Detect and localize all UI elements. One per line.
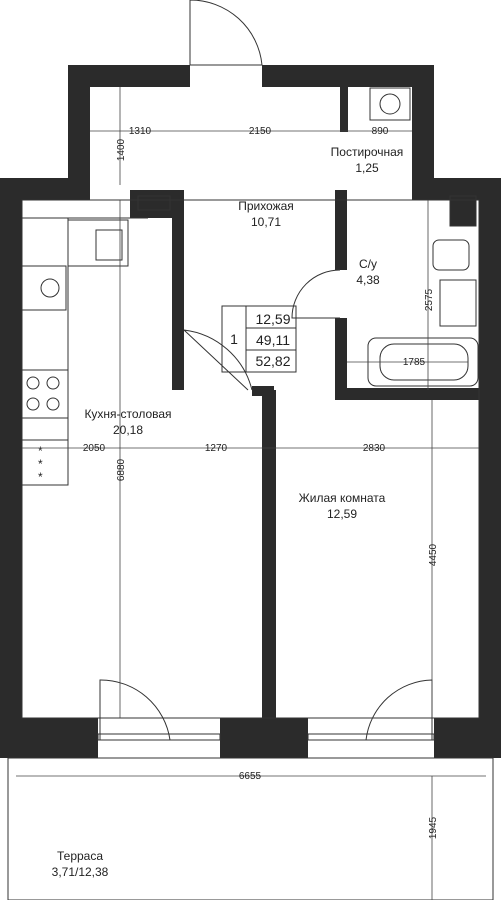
living-area: 12,59 xyxy=(327,507,357,521)
hallway-name: Прихожая xyxy=(238,199,294,213)
wall-right-upper xyxy=(412,65,434,185)
sink-icon xyxy=(67,219,129,267)
hob-small-icon xyxy=(21,265,67,311)
washbasin-icon xyxy=(439,279,477,327)
terrace-outline xyxy=(7,757,494,900)
kitchen-area: 20,18 xyxy=(113,423,143,437)
total-area: 49,11 xyxy=(256,332,290,348)
total-with-terrace: 52,82 xyxy=(255,353,290,369)
dim-6880: 6880 xyxy=(116,458,127,481)
wall-right xyxy=(479,178,501,758)
duct-bath xyxy=(449,195,477,227)
toilet-icon xyxy=(432,239,470,271)
terrace-door-left xyxy=(99,679,171,741)
dim-1400: 1400 xyxy=(116,138,127,161)
terrace-name: Терраса xyxy=(57,849,103,863)
window-left xyxy=(97,733,221,741)
dim-1945: 1945 xyxy=(428,816,439,839)
wall-left-upper xyxy=(68,65,90,185)
wall-bath-left-top xyxy=(335,190,347,270)
dim-890: 890 xyxy=(372,126,389,137)
stove-icon xyxy=(21,369,69,419)
rooms-count: 1 xyxy=(230,331,238,347)
dim-1310: 1310 xyxy=(129,126,152,137)
inner-outline xyxy=(21,199,480,719)
svg-text:*: * xyxy=(38,457,43,471)
wall-top-left xyxy=(68,65,190,87)
dim-1270: 1270 xyxy=(205,443,228,454)
dimension-lines xyxy=(16,87,486,900)
wall-kitchen-hall xyxy=(172,190,184,390)
dim-2150: 2150 xyxy=(249,126,272,137)
fridge-icon xyxy=(21,439,69,486)
window-right xyxy=(307,733,435,741)
wall-top-right xyxy=(262,65,434,87)
wall-living-top xyxy=(252,386,274,396)
wall-right-step xyxy=(412,178,501,200)
dim-6655: 6655 xyxy=(239,771,262,782)
bathroom-area: 4,38 xyxy=(356,273,380,287)
wall-bottom-mid xyxy=(220,718,308,758)
laundry-name: Постирочная xyxy=(331,145,404,159)
washing-machine-icon xyxy=(369,87,411,121)
wall-bottom-right xyxy=(434,718,501,758)
laundry-area: 1,25 xyxy=(355,161,379,175)
wall-living xyxy=(262,390,276,720)
dim-1785: 1785 xyxy=(403,357,426,368)
wall-bath-bottom xyxy=(335,388,479,400)
terrace-door-right xyxy=(365,679,433,741)
bath-door xyxy=(291,269,341,319)
svg-text:*: * xyxy=(38,470,43,484)
walls xyxy=(0,65,501,758)
kitchen-door xyxy=(183,329,253,391)
kitchen-counter: * * * xyxy=(21,217,148,486)
bathroom-name: С/у xyxy=(359,257,377,271)
kitchen-name: Кухня-столовая xyxy=(84,407,171,421)
terrace-area: 3,71/12,38 xyxy=(52,865,109,879)
dim-2050: 2050 xyxy=(83,443,106,454)
wall-laundry xyxy=(340,87,348,132)
hallway-area: 10,71 xyxy=(251,215,281,229)
living-area-summary: 12,59 xyxy=(255,311,290,327)
wall-left-step xyxy=(0,178,90,200)
wall-bath-left-bottom xyxy=(335,318,347,398)
wall-bottom-left xyxy=(0,718,98,758)
dim-2575: 2575 xyxy=(424,288,435,311)
fridge-star: * xyxy=(38,444,43,458)
wall-left xyxy=(0,178,22,758)
living-name: Жилая комната xyxy=(299,491,386,505)
entrance-door xyxy=(189,0,263,66)
dim-4450: 4450 xyxy=(428,543,439,566)
duct-kitchen xyxy=(137,195,171,211)
dim-2830: 2830 xyxy=(363,443,386,454)
summary-box xyxy=(221,305,297,373)
